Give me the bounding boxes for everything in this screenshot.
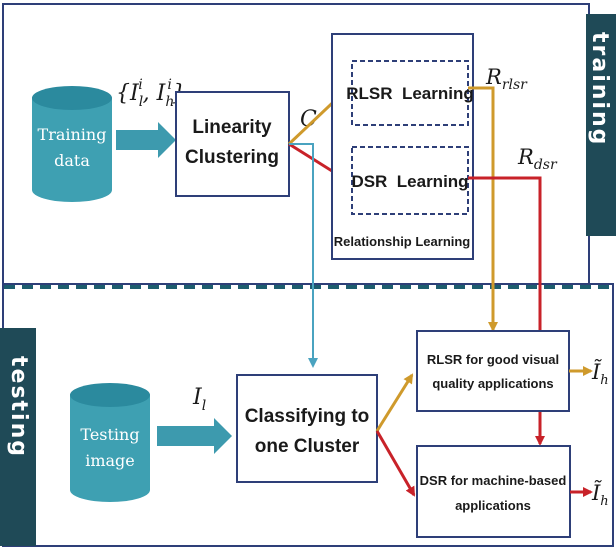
rlsr-app-line1: RLSR for good visual [427,352,559,367]
training-thick-arrow [116,122,176,158]
dsr-app-line2: applications [455,498,531,513]
output-label-2: Ĩh [591,481,609,509]
dsr-learning-label: DSR Learning [351,172,468,191]
arrow-to-dsr-app [375,430,416,497]
classifying-line1: Classifying to [245,406,370,427]
r-dsr-label: Rdsr [517,145,558,173]
linearity-clustering-box [175,91,290,197]
testing-image-label-line2: image [85,451,135,470]
testing-side-panel [0,328,36,546]
testing-side-label: testing [6,356,31,458]
dsr-app-box [416,445,571,538]
relationship-learning-label: Relationship Learning [334,234,471,249]
rlsr-model-line [468,86,498,332]
testing-thick-arrow [157,418,232,454]
output-label-1: Ĩh [591,360,609,388]
training-data-cylinder: Training data [32,86,112,202]
testing-image-cylinder: Testing image [70,383,150,502]
training-data-label-line2: data [54,151,90,170]
rlsr-app-line2: quality applications [432,376,553,391]
rlsr-app-box [416,330,570,412]
linearity-clustering-line2: Clustering [185,147,279,168]
classifying-box [236,374,378,483]
testing-image-label-line1: Testing [80,425,139,444]
arrow-to-rlsr-app [375,373,414,432]
training-side-panel [586,14,616,236]
training-data-label-line1: Training [38,125,107,144]
testing-input-label: Il [192,385,206,414]
dsr-app-line1: DSR for machine-based [420,473,567,488]
rlsr-learning-label: RLSR Learning [346,84,474,103]
cluster-assignment-line [289,143,318,368]
classifying-line2: one Cluster [255,436,360,457]
c-symbol: C [300,107,317,132]
training-side-label: training [587,32,612,146]
rlsr-learning-box [351,60,469,126]
linearity-clustering-line1: Linearity [192,117,272,138]
dsr-learning-box [351,146,469,215]
r-rlsr-label: Rrlsr [485,65,528,93]
